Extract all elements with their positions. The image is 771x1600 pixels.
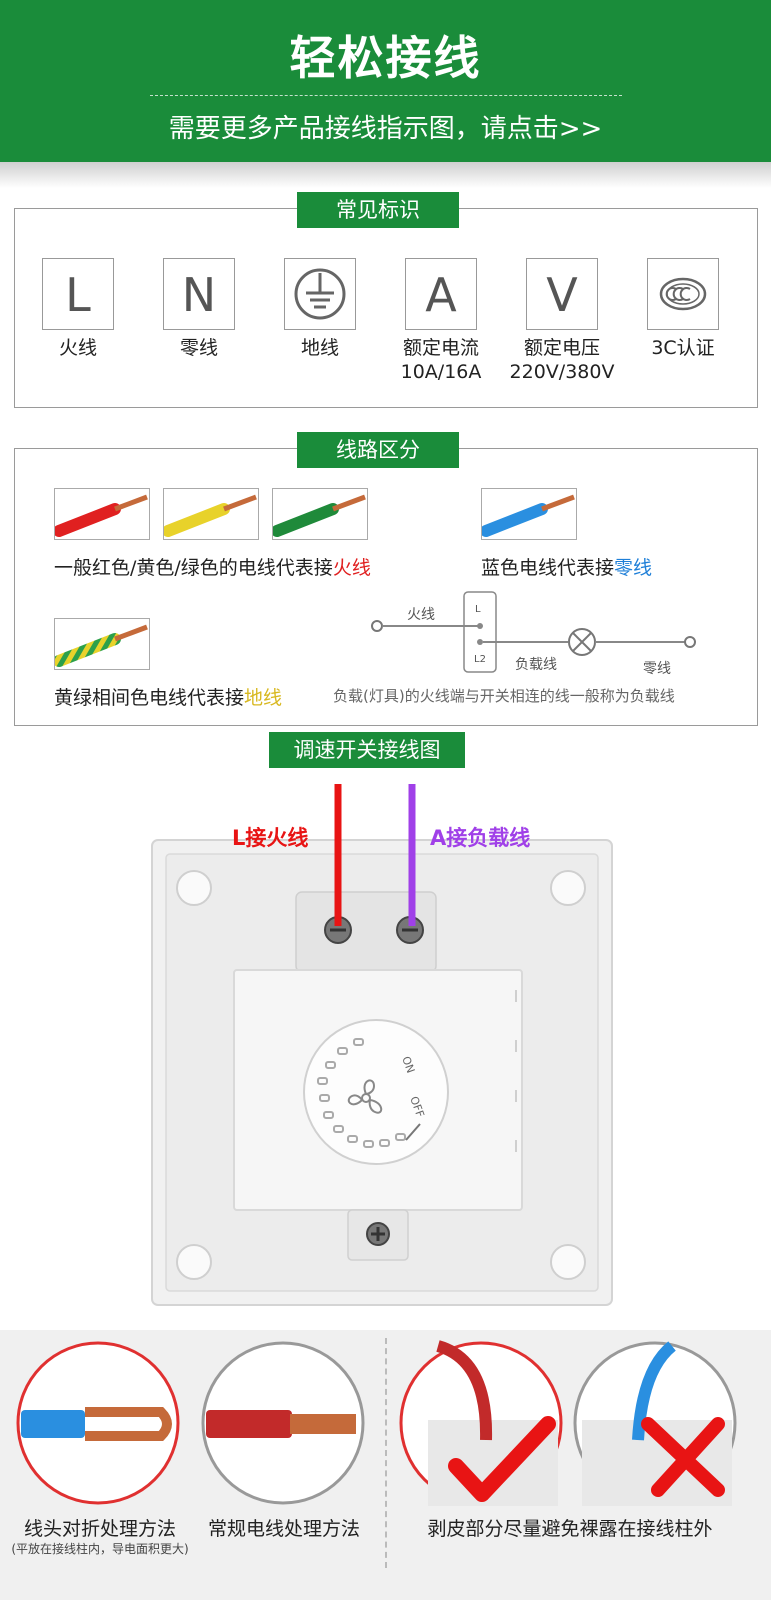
neutral-wire-caption: 蓝色电线代表接零线 bbox=[481, 553, 652, 580]
diagram-terminal-l bbox=[477, 623, 483, 629]
symbols-tag: 常见标识 bbox=[297, 192, 459, 228]
diagram-terminal-l2 bbox=[477, 639, 483, 645]
header-banner bbox=[0, 0, 771, 162]
speed-switch-image: ON OFF bbox=[151, 784, 613, 1306]
load-terminal-label: A接负载线 bbox=[430, 826, 531, 850]
load-wire-diagram bbox=[371, 591, 696, 673]
ground-icon bbox=[284, 258, 356, 330]
correct-wiring-image bbox=[399, 1340, 563, 1506]
check-icon bbox=[448, 1416, 556, 1502]
load-wire-note: 负载(灯具)的火线端与开关相连的线一般称为负载线 bbox=[333, 687, 675, 705]
folded-wire-image bbox=[16, 1341, 180, 1505]
ground-wire-keyword: 地线 bbox=[244, 687, 283, 709]
mount-hole-br bbox=[550, 1244, 586, 1280]
symbol-label-ground: 地线 bbox=[300, 337, 339, 359]
diagram-terminal-l2-label: L2 bbox=[474, 654, 486, 665]
symbol-label-voltage: 额定电压 bbox=[523, 337, 600, 359]
mount-hole-tl bbox=[176, 870, 212, 906]
yellow-wire-image bbox=[163, 488, 259, 540]
diagram-node-right bbox=[684, 636, 696, 648]
normal-wire-image bbox=[201, 1341, 365, 1505]
symbol-label-live: 火线 bbox=[58, 337, 97, 359]
symbol-label-neutral: 零线 bbox=[179, 337, 218, 359]
diagram-neutral-label: 零线 bbox=[643, 661, 671, 677]
mount-hole-tr bbox=[550, 870, 586, 906]
diagram-switch-box bbox=[463, 591, 497, 673]
wrong-wiring-image bbox=[573, 1341, 737, 1506]
normal-wire-caption: 常规电线处理方法 bbox=[207, 1518, 360, 1540]
symbol-label-current: 额定电流 bbox=[402, 337, 479, 359]
speed-dial bbox=[303, 1019, 449, 1165]
ground-wire-text: 黄绿相间色电线代表接 bbox=[54, 687, 245, 709]
fan-icon bbox=[347, 1079, 383, 1114]
symbol-label-ccc: 3C认证 bbox=[651, 337, 715, 359]
tips-divider bbox=[385, 1338, 387, 1568]
symbol-sub-voltage: 220V/380V bbox=[509, 361, 615, 383]
folded-wire-caption: 线头对折处理方法 bbox=[23, 1518, 176, 1540]
folded-wire-sub: (平放在接线柱内，导电面积更大) bbox=[11, 1542, 189, 1556]
neutral-wire-keyword: 零线 bbox=[614, 557, 653, 579]
live-wire-caption: 一般红色/黄色/绿色的电线代表接火线 bbox=[54, 553, 371, 580]
symbol-sub-current: 10A/16A bbox=[400, 361, 482, 383]
current-symbol-icon: A bbox=[405, 258, 477, 330]
ccc-icon bbox=[647, 258, 719, 330]
live-wire-keyword: 火线 bbox=[332, 557, 371, 579]
dial-on-label: ON bbox=[399, 1055, 417, 1075]
voltage-symbol-icon: V bbox=[526, 258, 598, 330]
live-wire-text: 一般红色/黄色/绿色的电线代表接 bbox=[54, 557, 333, 579]
ground-wire-caption: 黄绿相间色电线代表接地线 bbox=[54, 683, 282, 710]
diagram-node-left bbox=[371, 620, 383, 632]
symbols-panel bbox=[14, 208, 758, 408]
live-terminal-label: L接火线 bbox=[232, 826, 309, 850]
exposure-caption: 剥皮部分尽量避免裸露在接线柱外 bbox=[427, 1518, 713, 1540]
yellow-green-wire-image bbox=[54, 618, 150, 670]
green-wire-image bbox=[272, 488, 368, 540]
diagram-live-label: 火线 bbox=[407, 607, 435, 623]
switch-wiring-tag: 调速开关接线图 bbox=[269, 732, 465, 768]
live-symbol-icon: L bbox=[42, 258, 114, 330]
more-diagrams-link[interactable]: 需要更多产品接线指示图，请点击>> bbox=[168, 114, 603, 144]
mount-hole-bl bbox=[176, 1244, 212, 1280]
red-wire-image bbox=[54, 488, 150, 540]
header-divider bbox=[150, 95, 622, 96]
page-title: 轻松接线 bbox=[289, 31, 482, 85]
diagram-terminal-l-label: L bbox=[475, 604, 481, 615]
header-shadow bbox=[0, 162, 771, 188]
blue-wire-image bbox=[481, 488, 577, 540]
neutral-symbol-icon: N bbox=[163, 258, 235, 330]
neutral-wire-text: 蓝色电线代表接 bbox=[481, 557, 615, 579]
diagram-load-label: 负载线 bbox=[515, 657, 557, 673]
wire-colors-tag: 线路区分 bbox=[297, 432, 459, 468]
